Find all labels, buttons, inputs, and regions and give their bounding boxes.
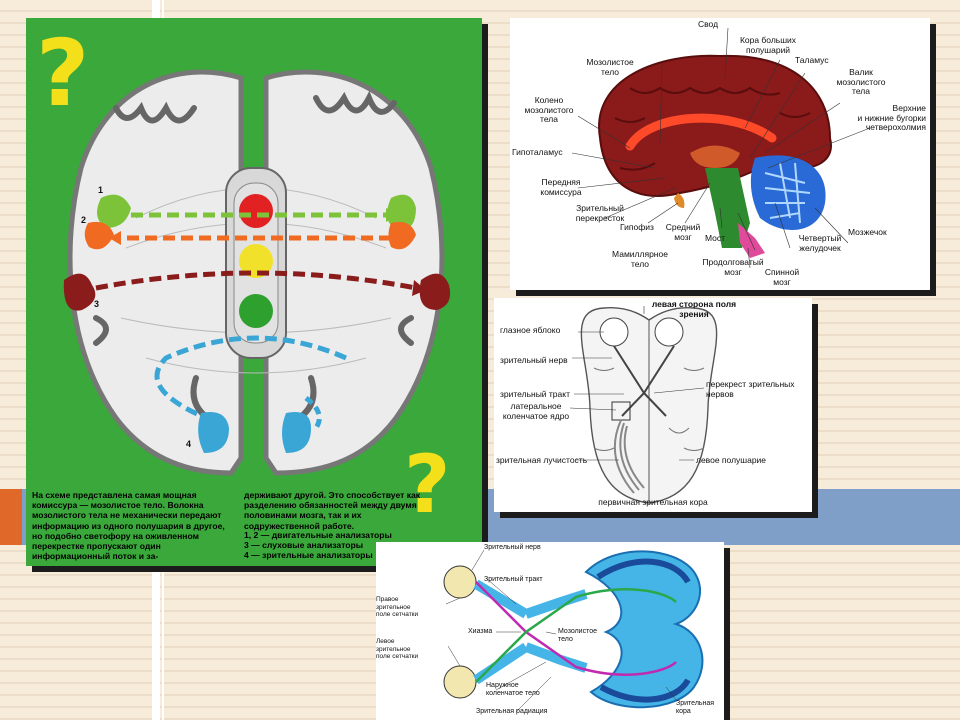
analyzer-3-left bbox=[63, 273, 96, 311]
label-optic-nerve: зрительный нерв bbox=[500, 355, 568, 365]
analyzer-legend: 1, 2 — двигательные анализаторы 3 — слух… bbox=[244, 530, 444, 561]
label-fourth-ventricle: Четвертый желудочек bbox=[798, 233, 842, 253]
arrow-visual-right bbox=[304, 396, 322, 430]
traffic-light-red bbox=[239, 194, 273, 228]
label-cortex: Кора больших полушарий bbox=[739, 35, 797, 55]
analyzer-3-right bbox=[419, 273, 451, 310]
label-leader-lines bbox=[571, 27, 871, 269]
label-chiasm: перекрест зрительных нервов bbox=[706, 379, 795, 399]
pathway-illustration bbox=[443, 549, 704, 713]
arrow-motor-orange-head bbox=[109, 231, 121, 245]
corpus-callosum-arc bbox=[625, 113, 777, 151]
label-medulla: Продолговатый мозг bbox=[702, 257, 764, 277]
label-genu: Колено мозолистого тела bbox=[524, 95, 574, 124]
cerebrum-gyri bbox=[614, 86, 811, 171]
optic-paths bbox=[613, 345, 675, 417]
label-lgn: Наружное коленчатое тело bbox=[486, 682, 540, 697]
slide-orange-accent bbox=[0, 489, 22, 545]
analyzer-4-right bbox=[282, 412, 311, 453]
label-optic-nerve: Зрительный нерв bbox=[484, 544, 541, 551]
traffic-light-yellow bbox=[239, 244, 273, 278]
marker-3: 3 bbox=[94, 299, 100, 309]
label-anterior-commissure: Передняя комиссура bbox=[540, 177, 582, 197]
label-pons: Мост bbox=[705, 233, 726, 243]
label-right-retina: Правое зрительное поле сетчатки bbox=[376, 596, 419, 618]
pathway-magenta bbox=[475, 581, 677, 676]
label-hypophysis: Гипофиз bbox=[620, 222, 654, 232]
label-leader-lines bbox=[569, 306, 705, 461]
marker-4: 4 bbox=[186, 439, 192, 449]
eye-right bbox=[443, 565, 477, 599]
legend-item-visual: 4 — зрительные анализаторы bbox=[244, 550, 373, 561]
label-primary-cortex: первичная зрительная кора bbox=[598, 497, 708, 507]
commissure-diagram: ? ? 1 2 3 4 На схеме представлена самая … bbox=[26, 18, 482, 566]
cortex-gyri bbox=[93, 90, 414, 426]
commissure-caption-left: На схеме представлена самая мощная комис… bbox=[32, 490, 225, 562]
legend-item-auditory: 3 — слуховые анализаторы bbox=[244, 540, 364, 551]
analyzer-4-left bbox=[198, 412, 229, 453]
label-optic-tract: Зрительный тракт bbox=[484, 576, 543, 583]
marker-2: 2 bbox=[81, 215, 87, 225]
eyeball-right bbox=[654, 317, 684, 347]
label-radiation: зрительная лучистость bbox=[496, 455, 588, 465]
cerebellum-folia bbox=[764, 162, 811, 224]
marker-1: 1 bbox=[98, 185, 104, 195]
thalamus-shape bbox=[690, 145, 740, 168]
analyzer-1-left bbox=[97, 194, 131, 228]
analyzer-2-left bbox=[84, 221, 114, 250]
label-spinal-cord: Спинной мозг bbox=[764, 267, 800, 287]
visual-pathway-top-diagram: левая сторона поля зрения глазное яблоко… bbox=[494, 298, 812, 512]
pathway-green bbox=[475, 588, 677, 683]
label-corpus-callosum: Мозолистое тело bbox=[586, 57, 634, 77]
eye-left bbox=[443, 665, 477, 699]
label-left-retina: Левое зрительное поле сетчатки bbox=[376, 638, 419, 660]
label-mammillary: Мамиллярное тело bbox=[612, 249, 668, 269]
label-chiasm: Зрительный перекресток bbox=[575, 203, 625, 223]
label-leader-lines bbox=[445, 549, 677, 713]
label-chiasm: Хиазма bbox=[468, 628, 493, 635]
eyeball-left bbox=[599, 317, 629, 347]
sagittal-brain-diagram: Свод Кора больших полушарий Мозолистое т… bbox=[510, 18, 930, 290]
hypophysis-shape bbox=[674, 193, 685, 208]
label-lgn: латеральное коленчатое ядро bbox=[502, 401, 570, 421]
label-colliculi: Верхние и нижние бугорки четверохолмия bbox=[857, 103, 926, 132]
arrow-auditory-head bbox=[412, 280, 426, 296]
label-corpus-callosum: Мозолистое тело bbox=[558, 628, 598, 643]
analyzer-2-right bbox=[388, 221, 416, 250]
arrow-auditory bbox=[95, 270, 417, 291]
legend-item-motor: 1, 2 — двигательные анализаторы bbox=[244, 530, 392, 540]
label-eyeball: глазное яблоко bbox=[500, 325, 561, 335]
label-hypothalamus: Гипоталамус bbox=[512, 147, 563, 157]
arrow-motor-green-head bbox=[386, 208, 398, 222]
spinal-cord-shape bbox=[738, 223, 765, 258]
gyri-lines bbox=[593, 367, 705, 451]
label-thalamus: Таламус bbox=[795, 55, 829, 65]
cortex-edge bbox=[596, 558, 691, 703]
label-cortex: Зрительная кора bbox=[676, 700, 715, 715]
traffic-light-green bbox=[239, 294, 273, 328]
analyzer-1-right bbox=[387, 194, 416, 231]
sagittal-brain-illustration bbox=[571, 27, 871, 269]
optic-tract-lower bbox=[524, 642, 588, 673]
label-splenium: Валик мозолистого тела bbox=[836, 67, 886, 96]
question-mark-bottom: ? bbox=[404, 438, 451, 531]
visual-brain-illustration bbox=[569, 306, 718, 504]
commissure-illustration bbox=[63, 69, 451, 476]
question-mark-top: ? bbox=[36, 20, 90, 127]
label-midbrain: Средний мозг bbox=[665, 222, 701, 242]
commissure-caption-right: держивают другой. Это способствует как р… bbox=[244, 490, 421, 531]
label-svod: Свод bbox=[697, 19, 719, 29]
visual-pathway-color-diagram: Зрительный нерв Зрительный тракт Правое … bbox=[376, 542, 724, 720]
label-optic-tract: зрительный тракт bbox=[500, 389, 570, 399]
label-left-field: левая сторона поля зрения bbox=[651, 299, 737, 319]
radiation-left bbox=[613, 419, 645, 494]
label-cerebellum: Мозжечок bbox=[848, 227, 887, 237]
label-left-hemisphere: левое полушарие bbox=[696, 455, 767, 465]
label-radiation: Зрительная радиация bbox=[476, 708, 548, 715]
